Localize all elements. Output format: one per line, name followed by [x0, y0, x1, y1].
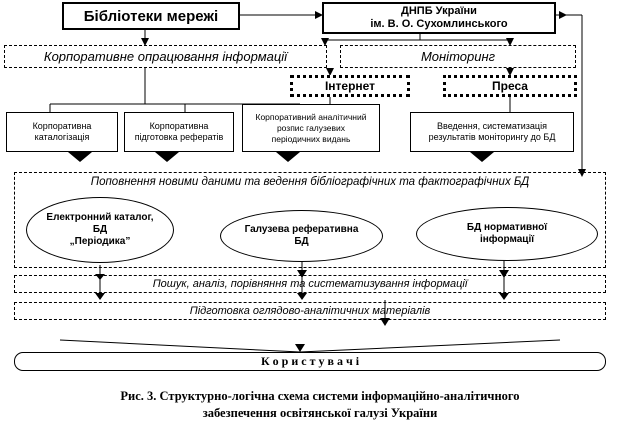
press-box: Преса	[443, 75, 577, 97]
db3-line1: БД нормативної	[466, 222, 548, 233]
database-area-title: Поповнення новими даними та ведення бібл…	[90, 176, 530, 188]
press-label: Преса	[492, 79, 528, 93]
corporate-processing-box: Корпоративне опрацювання інформації	[4, 45, 327, 68]
search-analysis-box: Пошук, аналіз, порівняння та систематизу…	[14, 275, 606, 293]
caption-line2: забезпечення освітянської галузі України	[202, 406, 438, 420]
db2-line1: Галузева реферативна	[244, 224, 359, 235]
task3-line3: періодичних видань	[271, 133, 351, 144]
monitoring-label: Моніторинг	[420, 49, 496, 64]
task-periodicals: Корпоративний аналітичний розпис галузев…	[242, 104, 380, 152]
dnpb-box: ДНПБ України ім. В. О. Сухомлинського	[322, 2, 556, 34]
task3-line2: розпис галузевих	[276, 122, 346, 133]
search-analysis-label: Пошук, аналіз, порівняння та систематизу…	[152, 278, 468, 290]
task4-line2: результатів моніторингу до БД	[428, 132, 556, 142]
users-label: К о р и с т у в а ч і	[260, 354, 360, 368]
db-ecatalogue: Електронний каталог, БД „Періодика”	[26, 197, 174, 263]
db1-line2: БД	[92, 224, 108, 235]
libraries-box: Бібліотеки мережі	[62, 2, 240, 30]
task3-line1: Корпоративний аналітичний	[255, 111, 367, 122]
db-normative: БД нормативної інформації	[416, 207, 598, 261]
users-box: К о р и с т у в а ч і	[14, 352, 606, 371]
database-area: Поповнення новими даними та ведення бібл…	[14, 172, 606, 268]
internet-box: Інтернет	[290, 75, 410, 97]
analytical-materials-label: Підготовка оглядово-аналітичних матеріал…	[189, 305, 431, 317]
corporate-processing-label: Корпоративне опрацювання інформації	[43, 49, 288, 64]
db2-line2: БД	[294, 236, 309, 247]
figure-caption: Рис. 3. Структурно-логічна схема системи…	[40, 388, 600, 422]
db3-line2: інформації	[479, 234, 535, 245]
dnpb-line1: ДНПБ України	[401, 5, 477, 17]
internet-label: Інтернет	[324, 79, 376, 93]
monitoring-box: Моніторинг	[340, 45, 576, 68]
task1-line1: Корпоративна	[32, 121, 92, 131]
db1-line1: Електронний каталог,	[46, 212, 154, 223]
task2-line1: Корпоративна	[149, 121, 209, 131]
task1-line2: каталогізація	[34, 132, 90, 142]
libraries-label: Бібліотеки мережі	[83, 7, 219, 25]
task2-line2: підготовка рефератів	[134, 132, 224, 142]
db-abstracts: Галузева реферативна БД	[220, 210, 383, 262]
caption-line1: Рис. 3. Структурно-логічна схема системи…	[120, 389, 520, 403]
analytical-materials-box: Підготовка оглядово-аналітичних матеріал…	[14, 302, 606, 320]
task-abstracts: Корпоративна підготовка рефератів	[124, 112, 234, 152]
dnpb-line2: ім. В. О. Сухомлинського	[370, 18, 508, 30]
db1-line3: „Періодика”	[69, 236, 131, 247]
task4-line1: Введення, систематизація	[437, 121, 547, 131]
task-monitoring-results: Введення, систематизація результатів мон…	[410, 112, 574, 152]
task-cataloguing: Корпоративна каталогізація	[6, 112, 118, 152]
